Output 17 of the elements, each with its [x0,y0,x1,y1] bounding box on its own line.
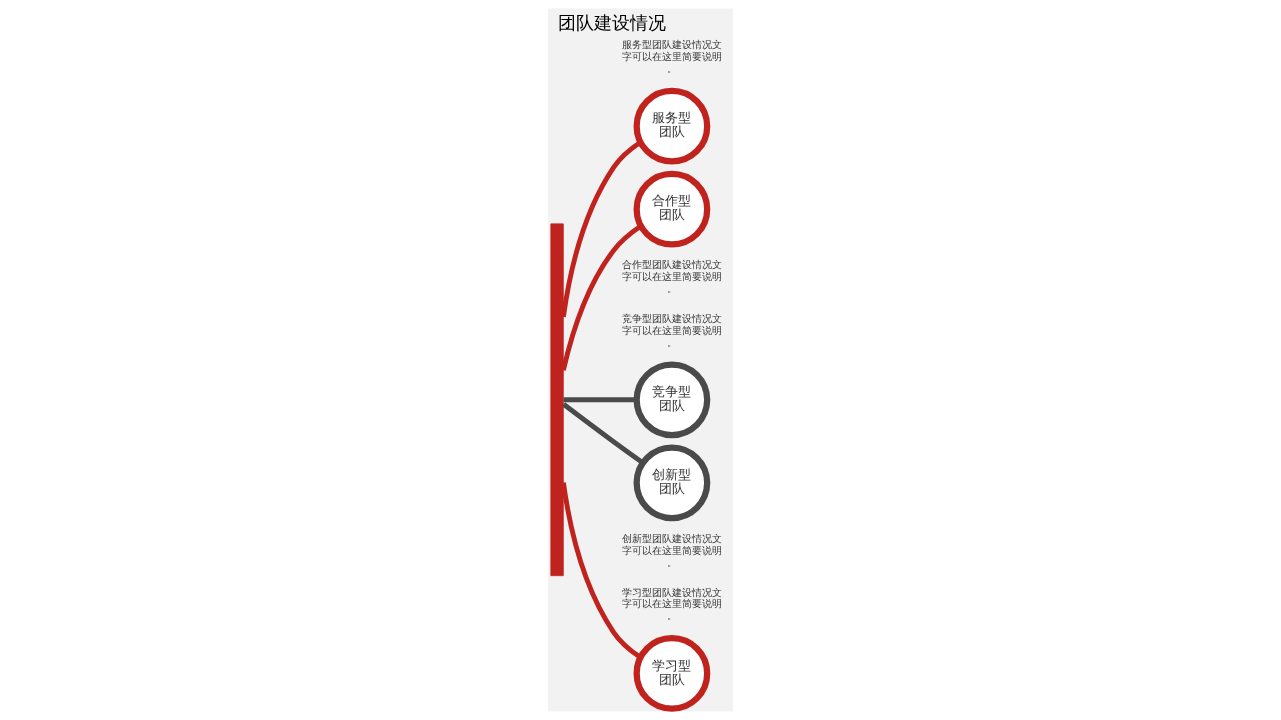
connector [562,402,645,465]
node-label: 竞争型团队建设情况文字可以在这里简要说明。 [621,311,722,348]
connector [560,140,642,318]
node-circle: 学习型团队 [633,635,711,712]
diagram-title: 团队建设情况 [557,11,666,33]
node-circle: 服务型团队 [633,87,711,165]
node-circle: 合作型团队 [633,170,711,248]
node-label: 合作型团队建设情况文字可以在这里简要说明。 [621,258,722,294]
node-circle: 创新型团队 [633,444,711,522]
node-bar [550,223,564,577]
connector [563,397,637,403]
node-label: 服务型团队建设情况文字可以在这里简要说明。 [621,38,722,75]
connector [561,223,643,371]
node-circle: 竞争型团队 [633,361,711,439]
connector [560,482,642,660]
node-label: 创新型团队建设情况文字可以在这里简要说明。 [621,531,722,568]
node-label: 学习型团队建设情况文字可以在这里简要说明。 [621,585,722,622]
